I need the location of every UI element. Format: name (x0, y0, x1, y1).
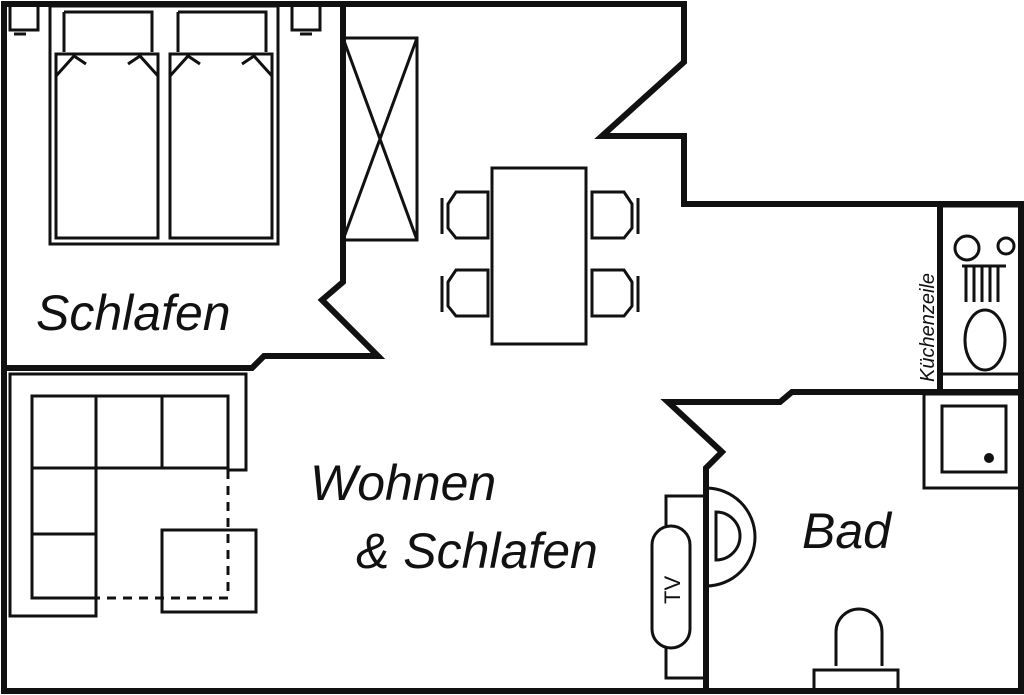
bedroom-partition-wall (1, 1, 386, 371)
wardrobe (341, 36, 419, 242)
dining-chair (440, 190, 490, 240)
dining-chair (440, 268, 490, 318)
corner-sofa (8, 372, 248, 618)
room-label-bad: Bad (802, 503, 893, 559)
washbasin (705, 486, 757, 588)
room-label-schlafen-2: & Schlafen (356, 523, 598, 579)
double-bed (48, 4, 280, 246)
bedside-table-left (8, 2, 40, 36)
dining-table (490, 166, 588, 346)
bathroom-wall (660, 389, 1024, 694)
dining-chair (590, 268, 640, 318)
tv-unit (650, 494, 708, 680)
bedside-table-right (290, 2, 322, 36)
dining-chair (590, 190, 640, 240)
room-label-wohnen: Wohnen (310, 455, 496, 511)
shower (922, 392, 1022, 490)
room-label-schlafen: Schlafen (36, 285, 231, 341)
kitchenette (938, 204, 1022, 376)
toilet (812, 607, 900, 692)
tv-label: TV (660, 576, 685, 604)
coffee-table (160, 528, 258, 614)
room-label-kuechenzeile: Küchenzeile (917, 273, 939, 382)
